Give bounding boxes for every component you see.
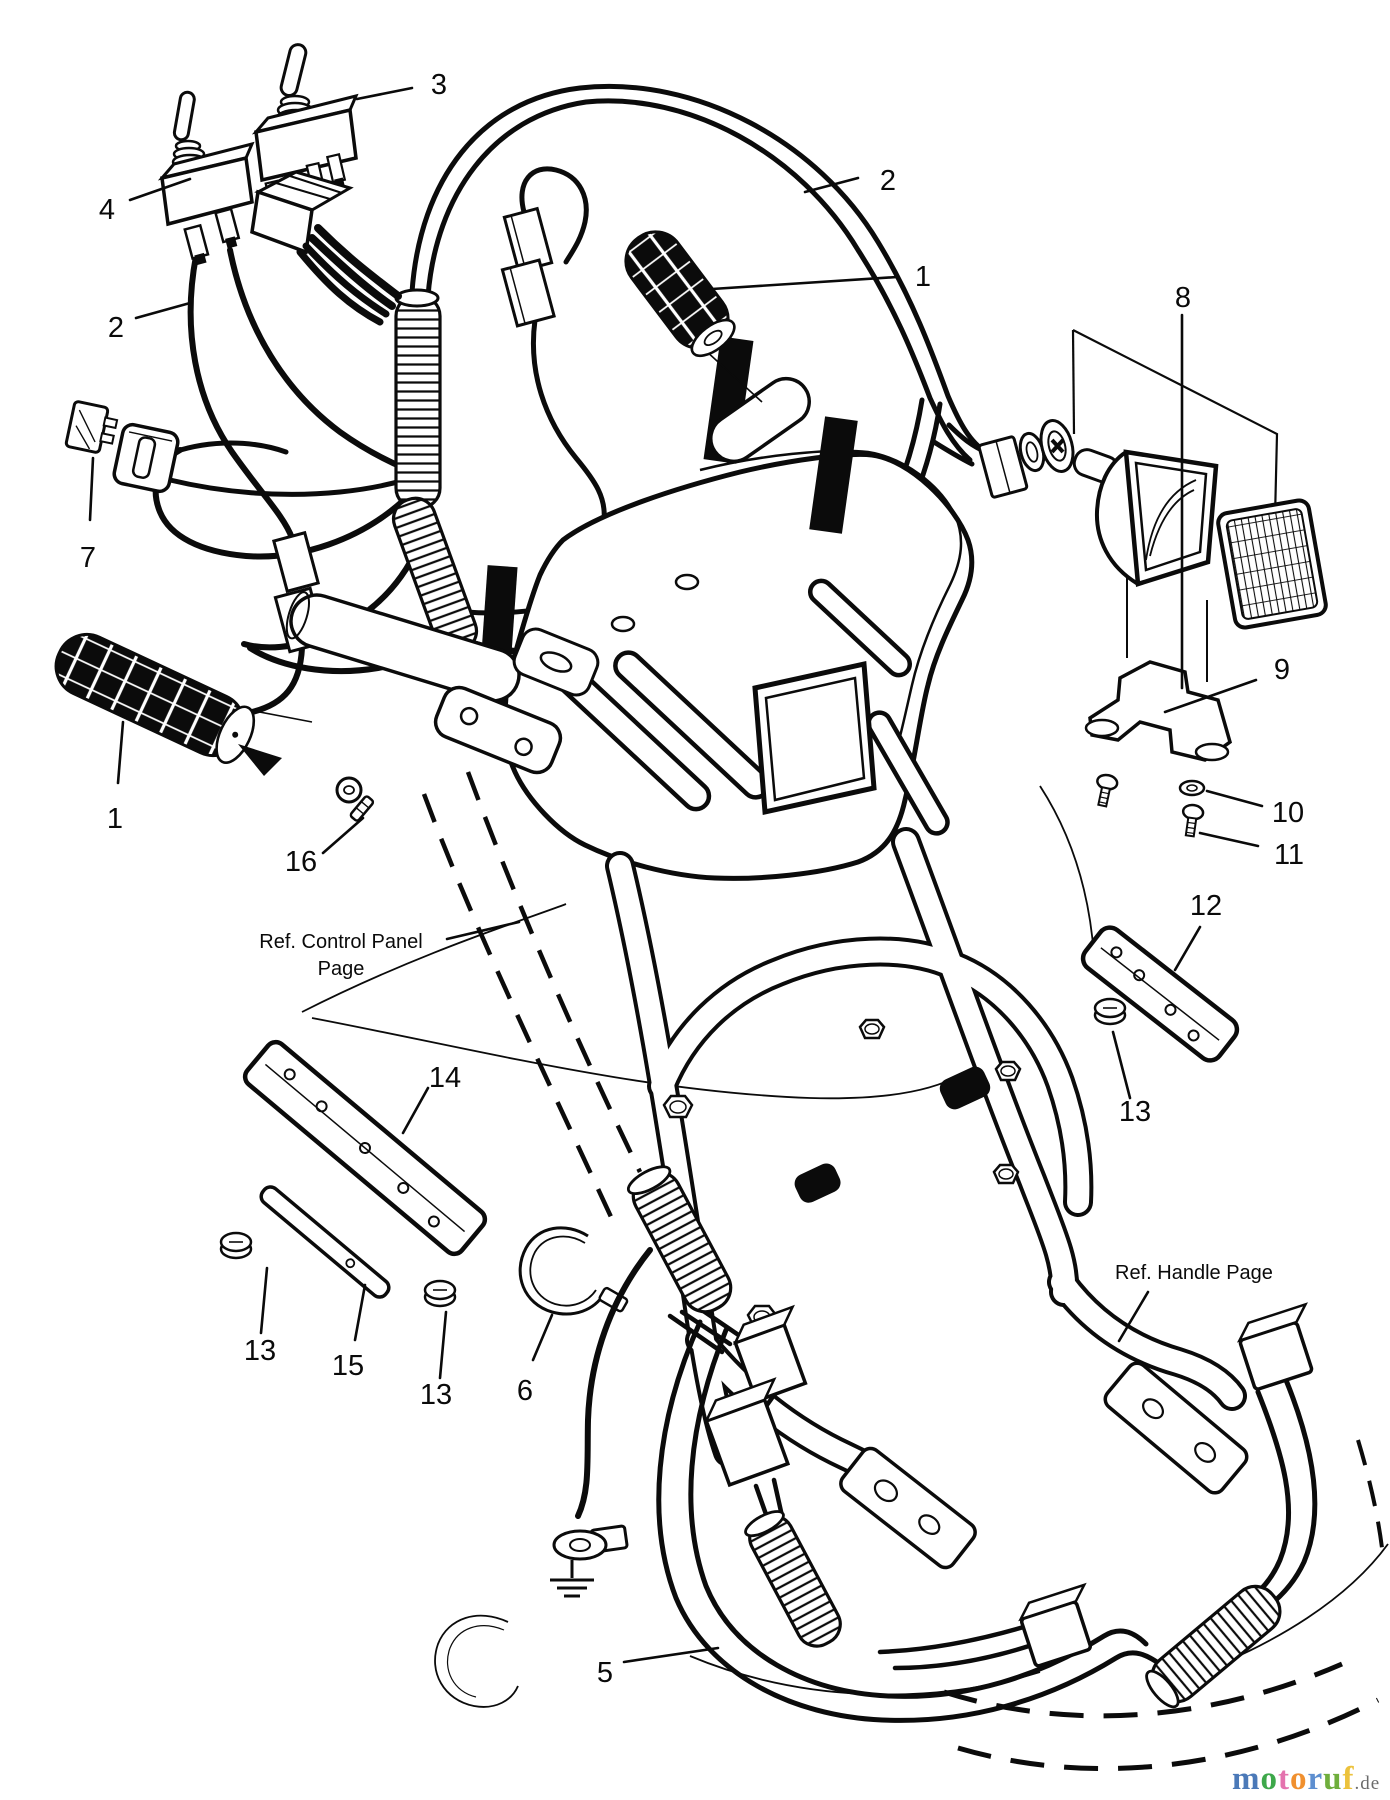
callout-label-16-13: 16 — [285, 846, 317, 878]
callout-leader-13 — [438, 1310, 448, 1380]
headlight-lens — [1216, 498, 1328, 630]
control-panel — [500, 449, 975, 881]
callout-label-10-9: 10 — [1272, 797, 1304, 829]
callout-leader-11 — [1198, 831, 1260, 848]
toggle-switch-4 — [157, 90, 255, 266]
bulb-connector — [977, 435, 1029, 499]
callout-label-12-11: 12 — [1190, 890, 1222, 922]
handlebar-tubes — [217, 349, 811, 775]
callout-label-7-6: 7 — [80, 542, 96, 574]
callout-leader-13 — [259, 1266, 269, 1335]
logo-letter-4: r — [1308, 1761, 1324, 1797]
callout-label-2-2: 2 — [108, 312, 124, 344]
callout-label-11-10: 11 — [1274, 839, 1304, 871]
callout-label-13-12: 13 — [1119, 1096, 1151, 1128]
logo-letter-5: u — [1323, 1761, 1342, 1797]
logo-letter-6: f — [1343, 1761, 1355, 1797]
note-control-panel-line-0: Ref. Control Panel — [259, 931, 422, 953]
wing-nuts-13 — [219, 997, 1127, 1308]
callout-leader-2 — [134, 301, 192, 320]
connector-d — [1236, 1302, 1314, 1391]
bar-15 — [259, 1185, 391, 1299]
logo-letter-0: m — [1232, 1761, 1261, 1797]
callout-leader-10 — [1205, 789, 1264, 808]
headlight-housing — [1094, 449, 1219, 587]
callout-leader-14 — [401, 1086, 430, 1135]
callout-leader-5 — [622, 1646, 720, 1664]
handle-grip-left — [54, 633, 282, 776]
callout-leader-16 — [321, 816, 365, 855]
callout-leader-12 — [1173, 925, 1202, 972]
callout-label-13-17: 13 — [420, 1379, 452, 1411]
callout-leader-9 — [1163, 678, 1258, 714]
frame-end-plate-right — [1103, 1361, 1249, 1495]
connector-c — [1018, 1582, 1093, 1668]
callout-leader-2 — [803, 176, 860, 194]
callout-leader-15 — [353, 1283, 367, 1342]
callout-label-15-16: 15 — [332, 1350, 364, 1382]
note-control-panel-line-1: Page — [318, 958, 365, 980]
callout-label-3-0: 3 — [431, 69, 447, 101]
strap-12 — [1080, 925, 1240, 1063]
motoruf-logo[interactable]: motoruf.de — [1232, 1761, 1380, 1797]
screw-16 — [335, 776, 375, 822]
cable-tie-bottom — [434, 1614, 519, 1708]
callout-leader-13 — [1111, 1030, 1132, 1100]
bracket-screws-washers — [1096, 773, 1206, 838]
callout-label-6-18: 6 — [517, 1375, 533, 1407]
callout-label-1-5: 1 — [107, 803, 123, 835]
callout-label-5-19: 5 — [597, 1657, 613, 1689]
connector-a — [732, 1304, 808, 1404]
note-handle-line-0: Ref. Handle Page — [1115, 1262, 1273, 1284]
callout-leader-4 — [128, 177, 192, 202]
callout-leader-3 — [355, 86, 414, 101]
rubber-caps — [794, 1066, 991, 1203]
logo-suffix: .de — [1355, 1773, 1381, 1794]
headlight-bracket-9 — [1084, 660, 1233, 762]
cable-tie-6 — [518, 1226, 629, 1316]
logo-letter-1: o — [1261, 1761, 1279, 1797]
callout-label-1-4: 1 — [915, 261, 931, 293]
ground-symbol — [550, 1560, 594, 1598]
fuse-and-holder-7 — [64, 400, 180, 494]
callout-leader-6 — [531, 1313, 554, 1362]
frame-end-plate-center — [839, 1446, 977, 1570]
lower-boots — [626, 1165, 1282, 1709]
handle-grip-right — [624, 230, 736, 358]
callout-label-2-3: 2 — [880, 165, 896, 197]
callout-label-9-8: 9 — [1274, 654, 1290, 686]
hidden-routing-dashed-lines — [301, 771, 1389, 1772]
callout-leader-1 — [710, 275, 899, 291]
corrugated-conduit — [391, 288, 479, 654]
motoruf-logo-text[interactable]: motoruf.de — [1232, 1761, 1380, 1797]
ground-wire-terminal — [550, 1524, 629, 1598]
lower-connectors — [703, 1302, 1314, 1668]
toggle-switch-3 — [251, 43, 359, 217]
callout-label-8-7: 8 — [1175, 282, 1191, 314]
logo-letter-2: t — [1278, 1761, 1290, 1797]
harness-connector-block — [250, 170, 402, 326]
logo-letter-3: o — [1290, 1761, 1308, 1797]
callout-leader-1 — [116, 720, 125, 785]
connector-b — [703, 1377, 791, 1488]
callout-label-4-1: 4 — [99, 194, 115, 226]
strap-14 — [242, 1039, 488, 1257]
callout-label-14-14: 14 — [429, 1062, 461, 1094]
headlight-assembly — [977, 329, 1328, 838]
callout-label-13-15: 13 — [244, 1335, 276, 1367]
callout-leader-7 — [88, 456, 95, 522]
note-leader-control-panel — [445, 920, 521, 941]
note-leader-handle — [1117, 1290, 1150, 1343]
